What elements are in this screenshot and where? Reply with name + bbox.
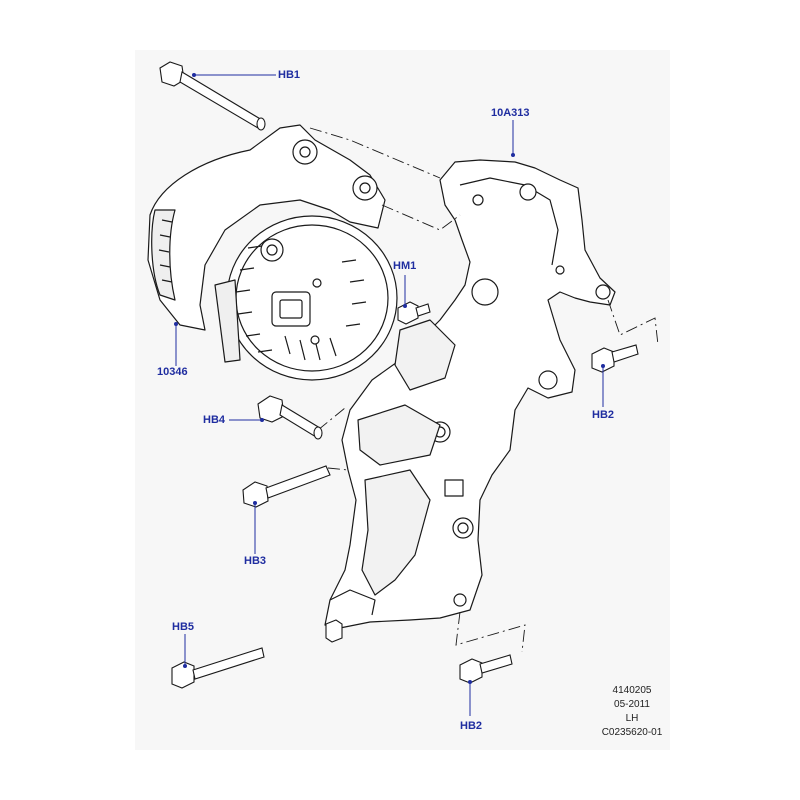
bolt-hb4 [257, 395, 323, 440]
callout-part-10346: 10346 [157, 366, 188, 378]
leader-lines [175, 74, 604, 716]
bolt-hb2-upper [591, 344, 639, 373]
callout-hb3: HB3 [244, 555, 267, 567]
reference-number: 4140205 [612, 685, 652, 696]
leader-dots [174, 73, 605, 684]
alternator-10346 [147, 124, 398, 381]
bracket-upper-hole [471, 278, 499, 306]
bolt-hb5 [171, 647, 265, 689]
reference-side: LH [625, 713, 639, 724]
bolt-hm1 [397, 301, 431, 325]
bolt-hb1 [159, 61, 266, 131]
reference-code: C0235620-01 [601, 727, 663, 738]
callout-hb1: HB1 [278, 69, 301, 81]
alignment-lines [309, 127, 659, 653]
callout-hb2-upper: HB2 [592, 409, 615, 421]
dowel-pin [325, 619, 343, 643]
reference-date: 05-2011 [614, 699, 650, 710]
drawing-reference-block: 4140205 05-2011 LH C0235620-01 [592, 684, 672, 740]
callout-hb2-lower: HB2 [460, 720, 483, 732]
bolt-hb3 [242, 465, 331, 508]
mounting-bracket-10A313 [324, 159, 616, 629]
alternator-rear-cover [226, 215, 398, 381]
callout-hb5: HB5 [172, 621, 195, 633]
bolt-hb2-lower [459, 654, 513, 684]
callout-hb4: HB4 [203, 414, 226, 426]
callout-part-10a313: 10A313 [491, 107, 530, 119]
callout-hm1: HM1 [393, 260, 417, 272]
